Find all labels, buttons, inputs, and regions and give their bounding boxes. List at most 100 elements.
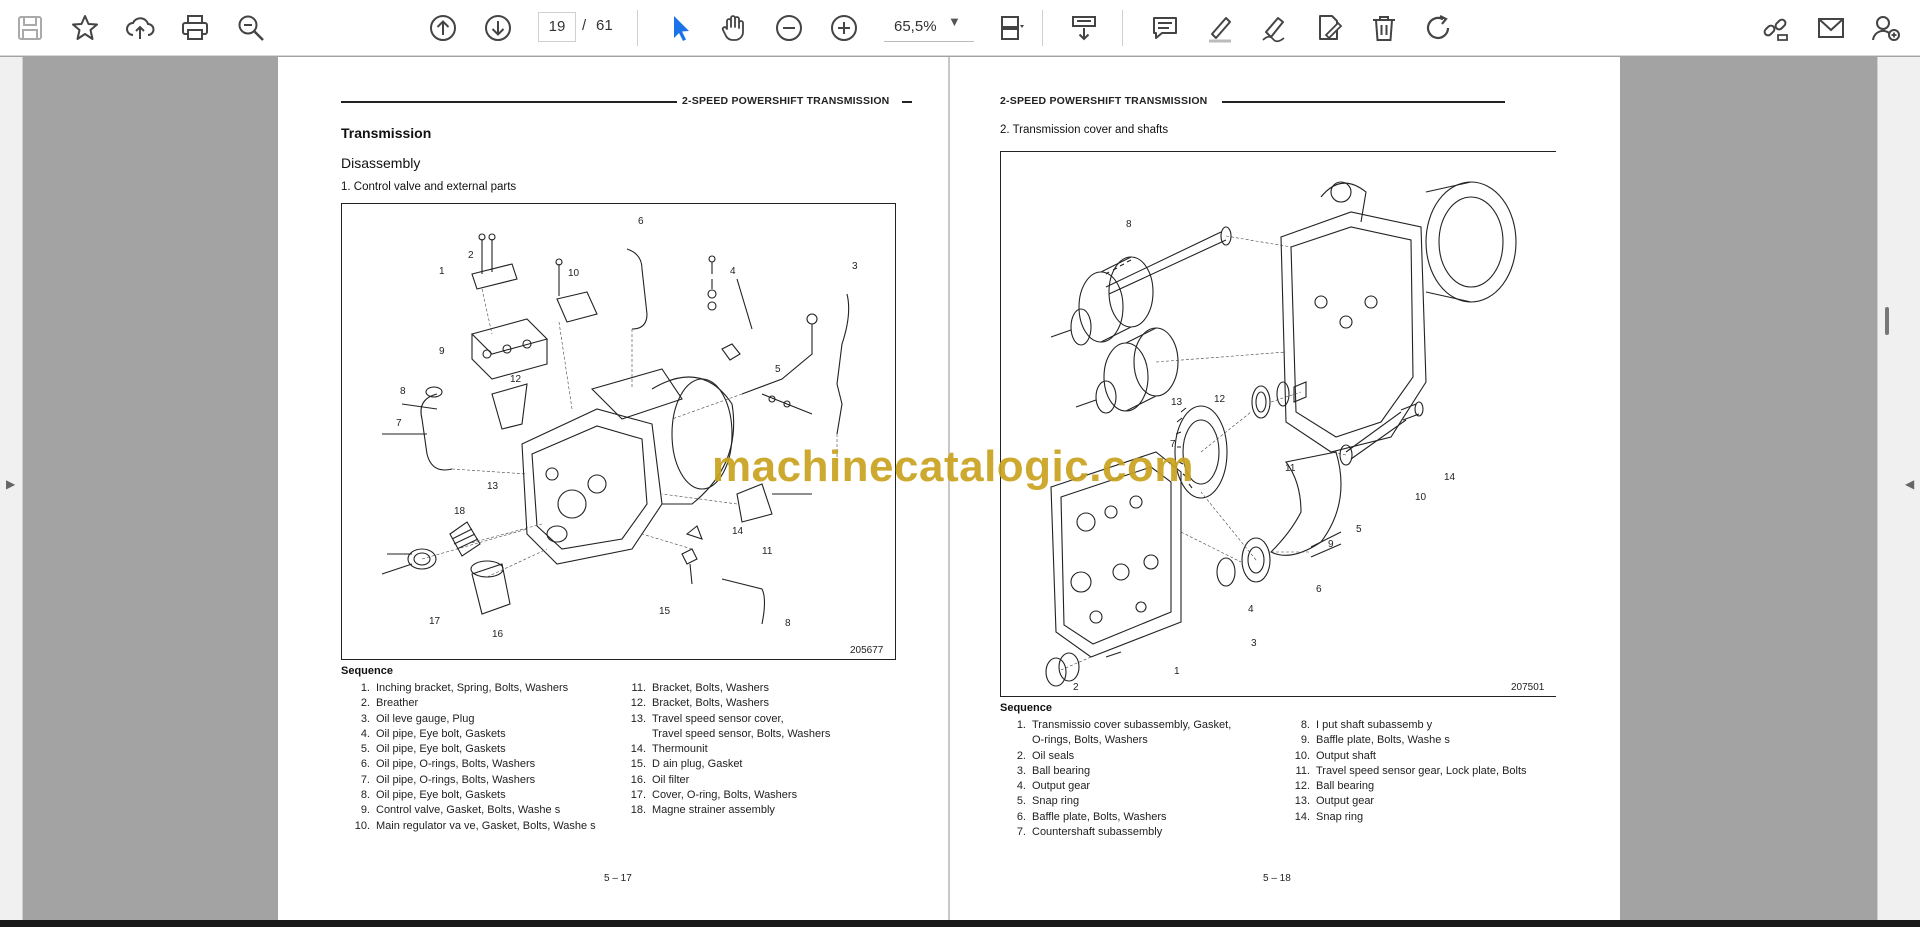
sequence-item-number: 17.	[630, 789, 646, 802]
diagram-callout: 14	[1444, 472, 1456, 483]
upload-cloud-icon[interactable]	[122, 10, 158, 46]
sequence-item-text: Oil filter	[652, 773, 690, 786]
highlight-pen-icon[interactable]	[1202, 10, 1238, 46]
diagram-callout: 11	[1285, 463, 1296, 474]
bookmark-star-icon[interactable]	[67, 10, 103, 46]
diagram-callout: 9	[439, 346, 445, 357]
sequence-item-text: O-rings, Bolts, Washers	[1032, 734, 1148, 747]
sequence-item-text: Oil leve gauge, Plug	[376, 712, 475, 725]
exploded-diagram-transmission-cover: 8 12 13 7 11 14 10 5 9 6 4 3 1 2 207501	[1000, 151, 1556, 697]
toolbar-divider	[1042, 10, 1043, 46]
sequence-item-text: Main regulator va ve, Gasket, Bolts, Was…	[376, 819, 596, 832]
account-icon[interactable]	[1868, 10, 1904, 46]
sequence-item-text: Baffle plate, Bolts, Washers	[1032, 810, 1167, 823]
exploded-view-drawing: 6 1 2 3 4 5 7 8 9 10 11 12 13 14 15 16 1…	[381, 216, 858, 640]
diagram-callout: 9	[1328, 539, 1334, 550]
sequence-item: 2.Breather	[346, 696, 596, 711]
sequence-item-number: 5.	[1016, 795, 1026, 808]
sequence-list-col1: 1.Transmissio cover subassembly, Gasket,…	[1002, 718, 1231, 840]
taskbar-edge	[0, 920, 1920, 927]
diagram-callout: 5	[1356, 524, 1362, 535]
sequence-item: 6.Baffle plate, Bolts, Washers	[1002, 810, 1231, 825]
share-link-icon[interactable]	[1758, 10, 1794, 46]
sequence-item-text: Snap ring	[1316, 810, 1364, 823]
sequence-item: 7.Countershaft subassembly	[1002, 825, 1231, 840]
save-icon[interactable]	[12, 10, 48, 46]
sequence-item-number: 6.	[360, 758, 370, 771]
sequence-item-number: 10.	[354, 819, 370, 832]
redo-icon[interactable]	[1421, 10, 1457, 46]
sequence-item-number: 15.	[630, 758, 646, 771]
sequence-item-text: Output shaft	[1316, 749, 1376, 762]
step-heading: 2. Transmission cover and shafts	[1000, 124, 1169, 136]
toolbar-divider	[637, 10, 638, 46]
print-icon[interactable]	[177, 10, 213, 46]
exploded-diagram-control-valve: 6 1 2 3 4 5 7 8 9 10 11 12 13 14 15 16 1…	[341, 203, 896, 660]
page-number-input[interactable]: 19	[538, 12, 576, 42]
sequence-item-number: 14.	[630, 743, 646, 756]
sequence-item-number: 11.	[631, 682, 646, 694]
diagram-callout: 12	[1214, 394, 1226, 405]
sequence-item: 13.Output gear	[1286, 794, 1527, 809]
chevron-left-icon[interactable]: ◀	[1905, 477, 1915, 491]
sequence-item-number: 12.	[630, 697, 646, 710]
sequence-item-text: Control valve, Gasket, Bolts, Washe s	[376, 804, 561, 817]
page-total: 61	[596, 17, 613, 34]
sequence-heading: Sequence	[341, 665, 393, 677]
sequence-item-text: Countershaft subassembly	[1032, 826, 1163, 839]
diagram-callout: 2	[468, 250, 474, 261]
sequence-item-text: Inching bracket, Spring, Bolts, Washers	[376, 682, 569, 694]
sequence-item: 3. Oil leve gauge, Plug	[346, 712, 596, 727]
zoom-in-icon[interactable]	[826, 10, 862, 46]
diagram-callout: 1	[1174, 666, 1180, 677]
sequence-item-text: Thermounit	[652, 743, 708, 756]
edit-text-icon[interactable]	[1311, 10, 1347, 46]
sequence-item-number: 13.	[630, 712, 646, 725]
sequence-item-text: Baffle plate, Bolts, Washe s	[1316, 734, 1450, 747]
diagram-callout: 10	[568, 268, 580, 279]
sequence-item-number: 5.	[360, 743, 370, 756]
sequence-item: 9.Control valve, Gasket, Bolts, Washe s	[346, 803, 596, 818]
sequence-item: 10.Output shaft	[1286, 749, 1527, 764]
delete-icon[interactable]	[1366, 10, 1402, 46]
chevron-right-icon[interactable]: ▶	[6, 477, 16, 491]
sequence-item-number: 2.	[360, 697, 370, 710]
page-fit-icon[interactable]	[993, 10, 1029, 46]
sequence-item: 18.Magne strainer assembly	[622, 803, 830, 818]
zoom-search-icon[interactable]	[233, 10, 269, 46]
page-separator: /	[582, 17, 587, 34]
diagram-callout: 17	[429, 616, 441, 627]
sequence-item-text: I put shaft subassemb y	[1316, 719, 1433, 731]
sequence-item-number: 8.	[360, 789, 370, 802]
sequence-item-text: Oil pipe, Eye bolt, Gaskets	[376, 789, 506, 802]
page-number: 5 – 18	[1263, 873, 1291, 884]
draw-signature-icon[interactable]	[1257, 10, 1293, 46]
vertical-scrollbar-thumb[interactable]	[1885, 307, 1889, 335]
sequence-item: 5.Snap ring	[1002, 794, 1231, 809]
sequence-item-text: Ball bearing	[1032, 764, 1091, 777]
sequence-item: 12.Ball bearing	[1286, 779, 1527, 794]
page-up-icon[interactable]	[425, 10, 461, 46]
zoom-out-icon[interactable]	[771, 10, 807, 46]
sequence-item-text: Output gear	[1032, 780, 1091, 793]
sequence-item-text: Bracket, Bolts, Washers	[652, 682, 769, 694]
email-icon[interactable]	[1813, 10, 1849, 46]
scroll-mode-icon[interactable]	[1066, 10, 1102, 46]
page-down-icon[interactable]	[480, 10, 516, 46]
sequence-list-col1: 1.Inching bracket, Spring, Bolts, Washer…	[346, 681, 596, 834]
right-panel-toggle[interactable]: ◀	[1877, 57, 1920, 920]
sequence-item-number: 8.	[1300, 719, 1310, 731]
chevron-down-icon[interactable]: ▼	[948, 14, 961, 29]
sequence-item-number: 3.	[360, 712, 370, 725]
select-cursor-icon[interactable]	[662, 10, 698, 46]
sequence-item: 4.Oil pipe, Eye bolt, Gaskets	[346, 727, 596, 742]
zoom-level-select[interactable]: 65,5%	[884, 12, 974, 42]
comment-icon[interactable]	[1147, 10, 1183, 46]
left-panel-toggle[interactable]: ▶	[0, 57, 23, 920]
page-header: 2-SPEED POWERSHIFT TRANSMISSION	[1000, 95, 1208, 107]
sequence-item: 17.Cover, O-ring, Bolts, Washers	[622, 788, 830, 803]
hand-pan-icon[interactable]	[716, 10, 752, 46]
sequence-item: 10. Main regulator va ve, Gasket, Bolts, …	[346, 819, 596, 834]
page-header: 2-SPEED POWERSHIFT TRANSMISSION	[682, 95, 890, 107]
sequence-item: 8. Oil pipe, Eye bolt, Gaskets	[346, 788, 596, 803]
